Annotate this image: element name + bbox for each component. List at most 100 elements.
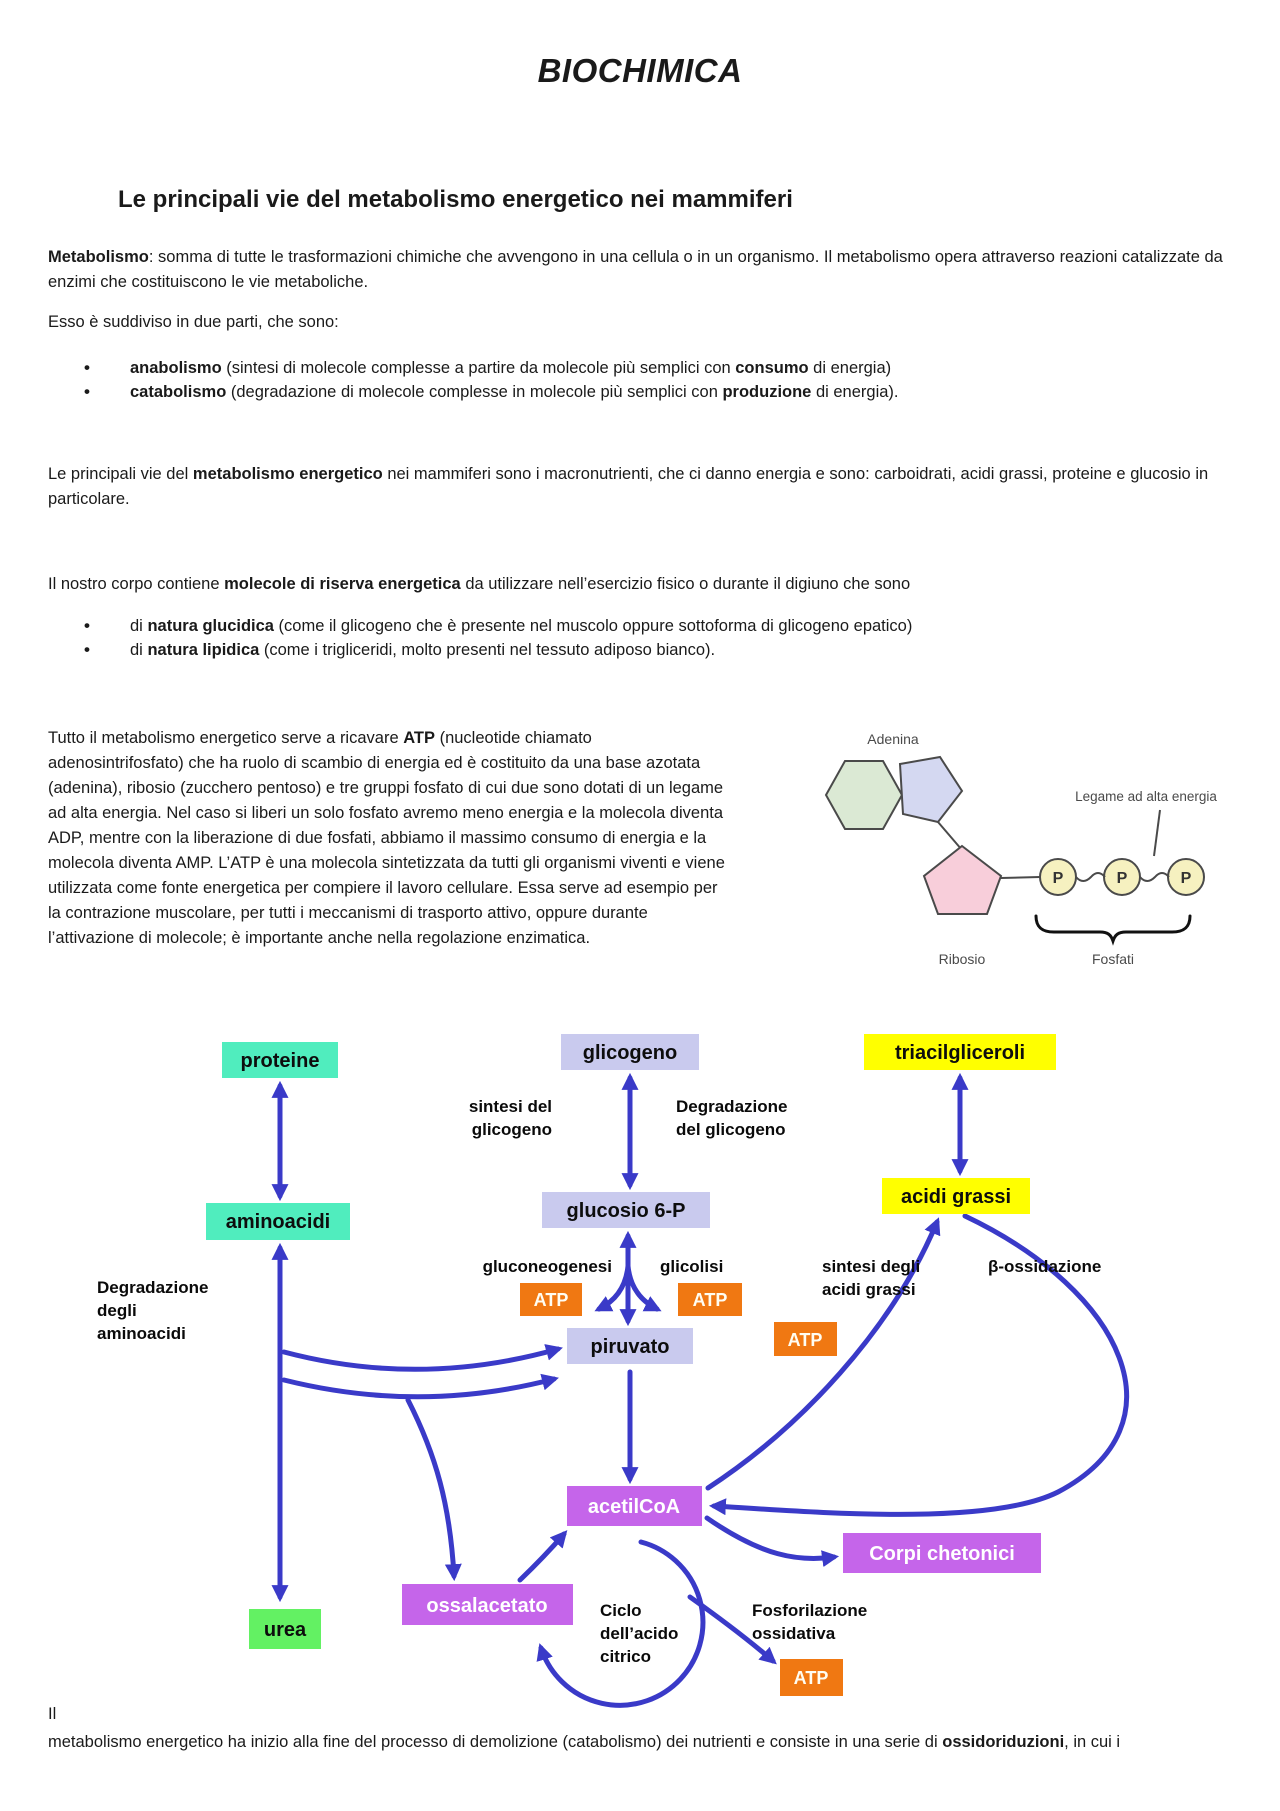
paragraph-suddiviso: Esso è suddiviso in due parti, che sono: — [48, 310, 1240, 335]
box-piruvato: piruvato — [567, 1328, 693, 1364]
phosphate-p-label: P — [1117, 870, 1128, 887]
box-glucosio-6p: glucosio 6-P — [542, 1192, 710, 1228]
ribosio-label: Ribosio — [939, 951, 986, 967]
ribose-pentagon-shape — [922, 844, 1003, 915]
svg-text:ossidativa: ossidativa — [752, 1624, 836, 1643]
arrow-acetilcoa-corpichetonici — [704, 1515, 840, 1568]
list-item: di natura glucidica (come il glicogeno c… — [48, 614, 1240, 638]
label-glicolisi: glicolisi — [660, 1257, 723, 1276]
svg-text:acidi grassi: acidi grassi — [822, 1280, 916, 1299]
svg-text:degli: degli — [97, 1301, 137, 1320]
box-ossalacetato: ossalacetato — [402, 1584, 573, 1625]
svg-text:Fosforilazione: Fosforilazione — [752, 1601, 867, 1620]
arrow-aminoacidi-piruvato-1 — [281, 1344, 563, 1372]
arrow-to-ossalacetato — [405, 1397, 462, 1582]
adenine-ribose-bond — [937, 821, 963, 851]
label-sintesi-acidi-grassi: sintesi degli acidi grassi — [822, 1257, 920, 1299]
box-label: ATP — [794, 1668, 829, 1688]
phosphates-brace — [1034, 914, 1192, 946]
box-urea: urea — [249, 1609, 321, 1649]
arrow-aminoacidi-piruvato-2 — [281, 1373, 559, 1400]
label-degradazione-aminoacidi: Degradazione degli aminoacidi — [97, 1278, 208, 1343]
phosphate-bond-squiggle — [1139, 872, 1170, 882]
svg-text:sintesi degli: sintesi degli — [822, 1257, 920, 1276]
box-label: urea — [264, 1619, 307, 1641]
box-label: glicogeno — [583, 1042, 677, 1064]
arrow-ossalacetato-acetilcoa — [517, 1530, 568, 1583]
paragraph-finale: metabolismo energetico ha inizio alla fi… — [48, 1730, 1240, 1755]
paragraph-text: metabolismo energetico ha inizio alla fi… — [48, 1733, 1121, 1751]
phosphate-p-label: P — [1053, 870, 1064, 887]
box-atp-fosforilazione: ATP — [780, 1659, 843, 1696]
label-ciclo-acido-citrico: Ciclo dell’acido citrico — [600, 1601, 678, 1666]
box-atp-glicolisi: ATP — [678, 1283, 742, 1316]
box-label: ATP — [693, 1290, 728, 1310]
box-label: glucosio 6-P — [567, 1200, 686, 1222]
paragraph-riserva: Il nostro corpo contiene molecole di ris… — [48, 572, 1240, 597]
arrow-citric-acid-cycle — [536, 1539, 706, 1708]
adenine-hexagon-shape — [824, 760, 904, 830]
box-label: aminoacidi — [226, 1211, 330, 1233]
list-parti-metabolismo: anabolismo (sintesi di molecole compless… — [48, 356, 1240, 404]
fosfati-label: Fosfati — [1092, 951, 1134, 967]
svg-text:glicogeno: glicogeno — [472, 1120, 552, 1139]
phosphate-bond-squiggle — [1075, 872, 1106, 882]
box-label: acidi grassi — [901, 1186, 1011, 1208]
metabolic-pathways-diagram: proteine glicogeno triacilgliceroli amin… — [97, 1034, 1130, 1708]
svg-text:del glicogeno: del glicogeno — [676, 1120, 786, 1139]
paragraph-finale-il: Il — [48, 1702, 1240, 1727]
box-aminoacidi: aminoacidi — [206, 1203, 350, 1240]
box-proteine: proteine — [222, 1042, 338, 1078]
paragraph-atp: Tutto il metabolismo energetico serve a … — [48, 726, 728, 951]
box-label: ATP — [534, 1290, 569, 1310]
svg-text:sintesi del: sintesi del — [469, 1097, 552, 1116]
label-beta-ossidazione: β-ossidazione — [988, 1257, 1101, 1276]
paragraph-metabolismo: Metabolismo: somma di tutte le trasforma… — [48, 245, 1240, 295]
paragraph-text: Esso è suddiviso in due parti, che sono: — [48, 313, 339, 331]
box-acidi-grassi: acidi grassi — [882, 1178, 1030, 1214]
paragraph-text: Metabolismo: somma di tutte le trasforma… — [48, 248, 1223, 291]
box-atp-sintesi: ATP — [774, 1322, 837, 1356]
box-label: ATP — [788, 1330, 823, 1350]
svg-text:Degradazione: Degradazione — [676, 1097, 787, 1116]
box-triacilgliceroli: triacilgliceroli — [864, 1034, 1056, 1070]
box-label: piruvato — [591, 1336, 670, 1358]
paragraph-text: Le principali vie del metabolismo energe… — [48, 465, 1209, 508]
adenine-pentagon-shape — [898, 755, 964, 824]
label-fosforilazione-ossidativa: Fosforilazione ossidativa — [752, 1601, 867, 1643]
arrow-flare-atp-right — [625, 1263, 662, 1312]
box-label: triacilgliceroli — [895, 1042, 1025, 1064]
ribose-phosphate-bond — [1000, 876, 1041, 879]
svg-text:aminoacidi: aminoacidi — [97, 1324, 186, 1343]
box-label: proteine — [241, 1050, 320, 1072]
list-item: di natura lipidica (come i trigliceridi,… — [48, 638, 1240, 662]
label-sintesi-glicogeno: sintesi del glicogeno — [469, 1097, 552, 1139]
box-label: Corpi chetonici — [869, 1543, 1015, 1565]
svg-text:dell’acido: dell’acido — [600, 1624, 678, 1643]
label-gluconeogenesi: gluconeogenesi — [483, 1257, 612, 1276]
box-atp-gluconeogenesi: ATP — [520, 1283, 582, 1316]
paragraph-text: Tutto il metabolismo energetico serve a … — [48, 729, 725, 947]
atp-structure-figure: Adenina P P P Legame ad alta energia Rib… — [824, 731, 1217, 967]
box-corpi-chetonici: Corpi chetonici — [843, 1533, 1041, 1573]
list-item: catabolismo (degradazione di molecole co… — [48, 380, 1240, 404]
svg-text:citrico: citrico — [600, 1647, 651, 1666]
paragraph-text: Il nostro corpo contiene molecole di ris… — [48, 575, 911, 593]
box-label: ossalacetato — [426, 1595, 547, 1617]
svg-text:Ciclo: Ciclo — [600, 1601, 642, 1620]
paragraph-text: Il — [48, 1705, 57, 1723]
svg-text:Degradazione: Degradazione — [97, 1278, 208, 1297]
adenina-label: Adenina — [867, 731, 919, 747]
box-acetilcoa: acetilCoA — [567, 1486, 702, 1526]
phosphate-p-label: P — [1181, 870, 1192, 887]
legame-alta-energia-label: Legame ad alta energia — [1075, 789, 1217, 804]
arrow-fosforilazione-atp — [687, 1594, 777, 1665]
list-riserva-energetica: di natura glucidica (come il glicogeno c… — [48, 614, 1240, 662]
box-glicogeno: glicogeno — [561, 1034, 699, 1070]
document-title: BIOCHIMICA — [537, 52, 743, 89]
legame-pointer-line — [1153, 809, 1161, 857]
arrow-beta-ossidazione — [708, 1213, 1130, 1517]
section-heading: Le principali vie del metabolismo energe… — [118, 186, 793, 213]
paragraph-vie-metaboliche: Le principali vie del metabolismo energe… — [48, 462, 1240, 512]
